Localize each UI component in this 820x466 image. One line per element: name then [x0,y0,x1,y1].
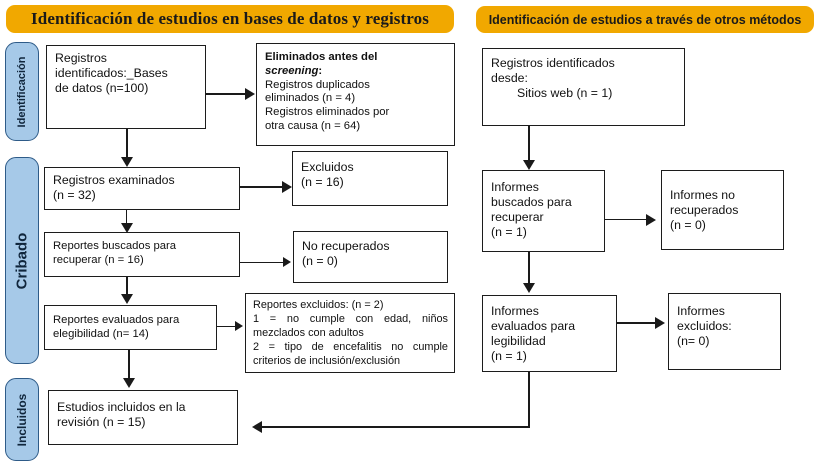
box-reports-excluded-other: Informes excluidos: (n= 0) [668,293,781,370]
excluded-line2: (n = 16) [301,175,344,189]
web-assessed-line2: evaluados para [491,319,576,333]
stage-bar-cribado: Cribado [5,157,39,364]
arrow-web-sought-to-assessed [523,283,535,293]
records-identified-line3: de datos (n=100) [55,81,149,95]
box-excluded: Excluidos (n = 16) [292,151,448,206]
records-screened-line1: Registros examinados [53,173,175,187]
not-retrieved-line1: No recuperados [302,239,390,253]
arrow-screened-to-excluded [282,181,292,193]
removed-line4: otra causa (n = 64) [265,119,361,132]
connector-identified-to-screened [126,129,128,159]
web-assessed-line4: (n = 1) [491,349,527,363]
web-assessed-line3: legibilidad [491,334,546,348]
removed-heading-bold: Eliminados antes del [265,51,378,63]
web-identified-line1: Registros identificados [491,56,615,70]
banner-databases-label: Identificación de estudios en bases de d… [31,9,429,28]
web-sought-line1: Informes [491,180,539,194]
connector-web-assessed-left [262,426,529,428]
removed-heading-second: screening: [265,65,447,79]
arrow-assessed-to-included [123,378,135,388]
box-reports-sought: Reportes buscados para recuperar (n = 16… [44,232,240,277]
arrow-identified-to-screened [121,157,133,167]
web-identified-line3: Sitios web (n = 1) [491,86,677,101]
records-identified-line2: identificados:_Bases [55,66,168,80]
removed-heading: Eliminados antes del [265,51,447,65]
web-assessed-line1: Informes [491,304,539,318]
box-studies-included: Estudios incluidos en la revisión (n = 1… [48,390,238,445]
box-reports-excluded: Reportes excluidos: (n = 2) 1 = no cumpl… [245,293,455,373]
records-identified-line1: Registros [55,51,107,65]
box-removed-before-screening: Eliminados antes del screening: Registro… [256,43,455,146]
box-records-screened: Registros examinados (n = 32) [44,167,240,210]
arrow-web-sought-to-not-retrieved [646,214,656,226]
box-reports-not-retrieved-other: Informes no recuperados (n = 0) [661,170,784,250]
reports-excluded-line1: Reportes excluidos: (n = 2) [253,299,384,311]
reports-assessed-line1: Reportes evaluados para [53,314,180,326]
excluded-line1: Excluidos [301,160,354,174]
banner-other-methods: Identificación de estudios a través de o… [476,6,814,33]
studies-included-line2: revisión (n = 15) [57,415,146,429]
removed-line1: Registros duplicados [265,78,370,91]
connector-assessed-to-reports-excluded [217,326,239,328]
stage-bar-incluidos: Incluidos [5,378,39,461]
arrow-sought-to-not-retrieved [283,257,291,267]
arrow-sought-to-assessed [121,294,133,304]
banner-other-methods-label: Identificación de estudios a través de o… [488,12,802,27]
records-screened-line2: (n = 32) [53,188,96,202]
web-not-retrieved-line1: Informes no [670,188,735,202]
box-reports-assessed: Reportes evaluados para elegibilidad (n=… [44,305,217,350]
connector-web-identified-to-sought [528,126,530,162]
removed-line2: eliminados (n = 4) [265,92,356,105]
web-not-retrieved-line2: recuperados [670,203,739,217]
web-excluded-line1: Informes [677,304,725,318]
box-records-identified-other: Registros identificados desde: Sitios we… [482,48,685,126]
web-sought-line2: buscados para [491,195,572,209]
connector-web-sought-to-assessed [528,252,530,285]
arrow-identified-to-removed [245,88,255,100]
removed-heading-colon: : [318,64,323,77]
connector-screened-to-excluded [240,186,284,188]
connector-web-sought-to-not-retrieved [605,219,647,221]
banner-databases-registers: Identificación de estudios en bases de d… [6,5,454,33]
reports-sought-line2: recuperar (n = 16) [53,253,144,266]
arrow-web-identified-to-sought [523,160,535,170]
box-reports-assessed-other: Informes evaluados para legibilidad (n =… [482,295,617,372]
arrow-assessed-to-reports-excluded [235,321,243,331]
web-identified-line3-text: Sitios web (n = 1) [517,86,613,100]
connector-sought-to-not-retrieved [240,262,284,264]
box-records-identified-databases: Registros identificados:_Bases de datos … [46,45,206,129]
web-identified-line2: desde: [491,71,528,85]
connector-sought-to-assessed [126,277,128,297]
web-sought-line3: recuperar [491,210,544,224]
reports-assessed-line2: elegibilidad (n= 14) [53,327,149,340]
stage-label-cribado: Cribado [13,232,31,289]
box-reports-sought-other: Informes buscados para recuperar (n = 1) [482,170,605,252]
connector-web-assessed-to-excluded [617,322,657,324]
removed-line3: Registros eliminados por [265,106,390,119]
reports-excluded-line3: 2 = tipo de encefalitis no cumple criter… [253,340,448,367]
web-sought-line4: (n = 1) [491,225,527,239]
web-excluded-line2: excluidos: [677,319,732,333]
connector-assessed-to-included [128,350,130,380]
stage-label-incluidos: Incluidos [15,393,29,446]
web-excluded-line3: (n= 0) [677,334,710,348]
removed-heading-italic: screening [265,64,319,77]
arrow-web-assessed-to-excluded [655,317,665,329]
stage-bar-identificacion: Identificación [5,42,39,141]
connector-web-assessed-down [528,372,530,428]
reports-sought-line1: Reportes buscados para [53,240,177,252]
connector-identified-to-removed [206,93,246,95]
arrow-web-assessed-to-included [252,421,262,433]
stage-label-identificacion: Identificación [16,56,28,127]
arrow-screened-to-sought [121,223,133,233]
connector-screened-to-sought [126,210,128,226]
not-retrieved-line2: (n = 0) [302,254,338,268]
web-not-retrieved-line3: (n = 0) [670,218,706,232]
studies-included-line1: Estudios incluidos en la [57,400,186,414]
box-not-retrieved: No recuperados (n = 0) [293,231,448,283]
reports-excluded-line2: 1 = no cumple con edad, niños mezclados … [253,312,448,339]
